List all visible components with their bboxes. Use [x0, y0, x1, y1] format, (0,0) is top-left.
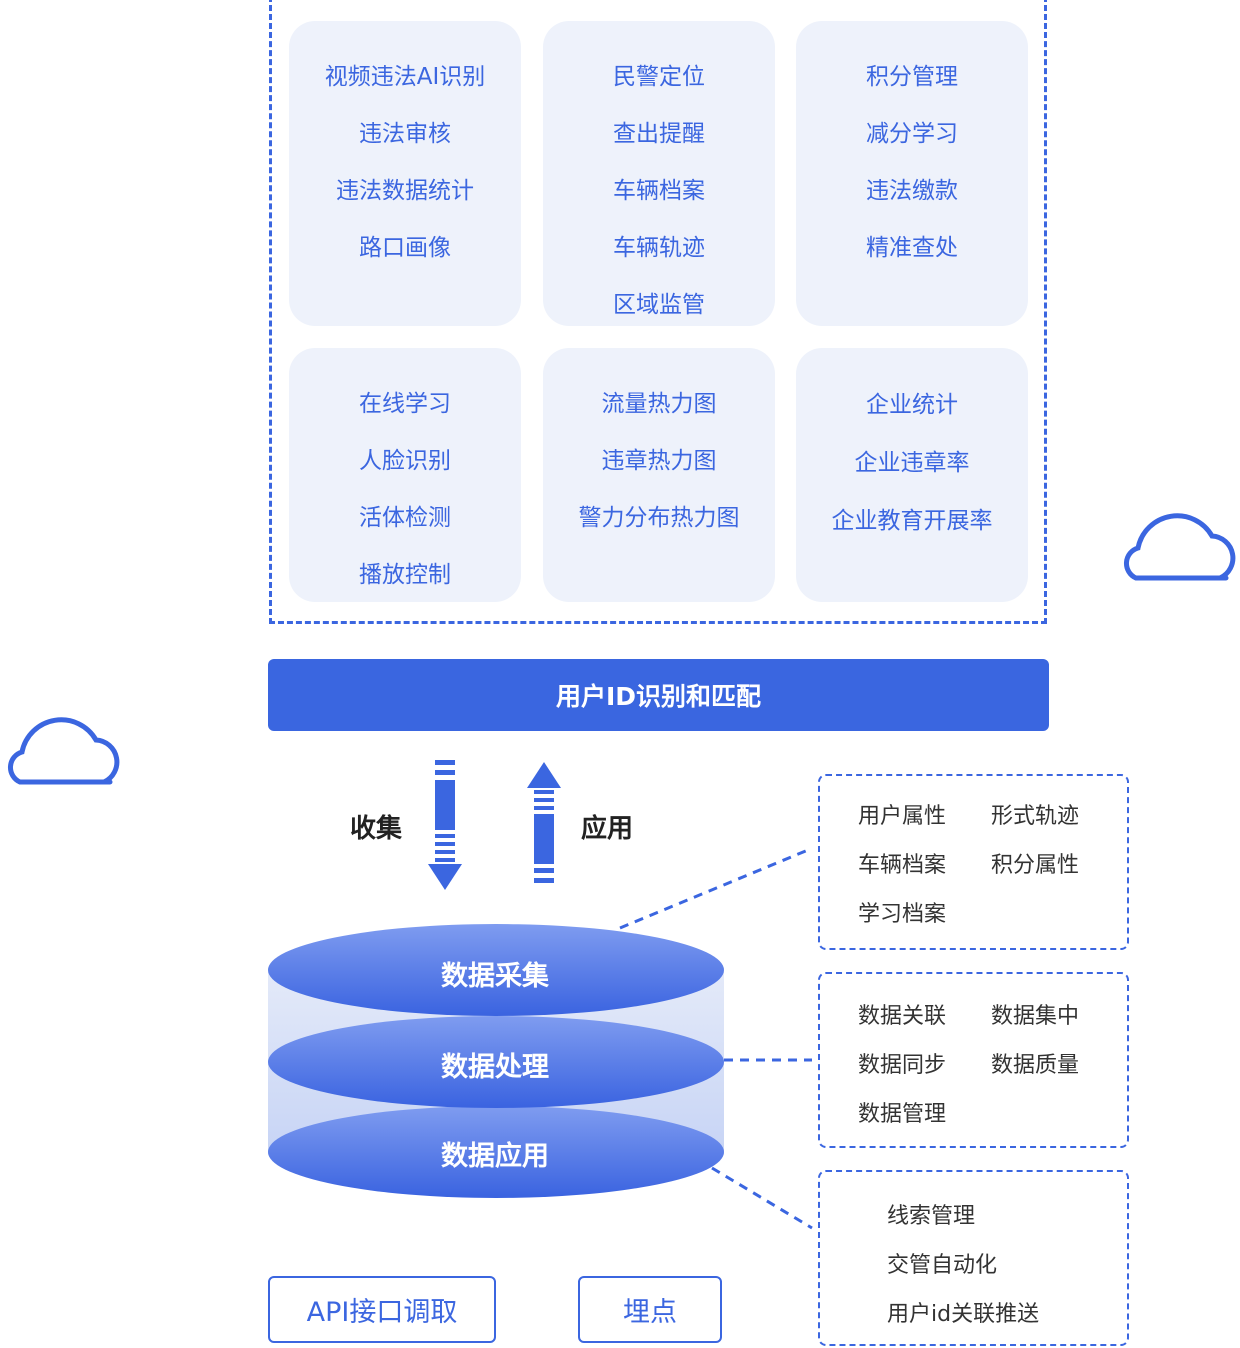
info-item: 数据管理 — [858, 1102, 947, 1127]
info-item: 积分属性 — [991, 853, 1080, 878]
apply-label: 应用 — [581, 814, 634, 844]
disk-collect — [268, 924, 724, 1016]
info-item: 学习档案 — [858, 902, 947, 927]
feature-item: 播放控制 — [359, 562, 451, 588]
cloud-icon — [1124, 513, 1236, 581]
feature-item: 流量热力图 — [601, 391, 717, 417]
info-item: 数据质量 — [991, 1053, 1080, 1078]
info-box-data: 数据关联 数据集中 数据同步 数据质量 数据管理 — [818, 972, 1129, 1148]
feature-item: 人脸识别 — [359, 448, 451, 474]
collect-label: 收集 — [350, 814, 403, 844]
api-button-label: API接口调取 — [306, 1297, 458, 1328]
feature-item: 精准查处 — [866, 235, 958, 261]
feature-card-learning: 在线学习 人脸识别 活体检测 播放控制 — [289, 348, 521, 602]
info-box-user: 用户属性 形式轨迹 车辆档案 积分属性 学习档案 — [818, 774, 1129, 950]
info-item: 交管自动化 — [887, 1253, 998, 1278]
feature-card-violation: 视频违法AI识别 违法审核 违法数据统计 路口画像 — [289, 21, 521, 326]
feature-item: 路口画像 — [359, 235, 451, 261]
info-item: 数据关联 — [858, 1004, 947, 1029]
feature-item: 违章热力图 — [601, 448, 717, 474]
feature-item: 区域监管 — [613, 292, 705, 318]
info-item: 线索管理 — [887, 1204, 976, 1229]
feature-card-police: 民警定位 查出提醒 车辆档案 车辆轨迹 区域监管 — [543, 21, 775, 326]
info-item: 用户id关联推送 — [887, 1302, 1040, 1327]
info-item: 数据同步 — [858, 1053, 947, 1078]
feature-card-points: 积分管理 减分学习 违法缴款 精准查处 — [796, 21, 1028, 326]
layer-collect-label: 数据采集 — [441, 961, 549, 992]
info-item: 数据集中 — [991, 1004, 1080, 1029]
cloud-icon — [8, 717, 120, 785]
feature-item: 视频违法AI识别 — [324, 64, 486, 90]
arrow-up-icon — [527, 762, 561, 883]
feature-item: 查出提醒 — [613, 121, 705, 147]
feature-item: 活体检测 — [359, 505, 451, 531]
user-id-banner: 用户ID识别和匹配 — [268, 659, 1049, 731]
info-item: 车辆档案 — [858, 853, 947, 878]
info-item: 形式轨迹 — [991, 804, 1080, 829]
feature-item: 在线学习 — [359, 391, 451, 417]
feature-card-enterprise: 企业统计 企业违章率 企业教育开展率 — [796, 348, 1028, 602]
layer-process-label: 数据处理 — [441, 1052, 549, 1083]
feature-item: 减分学习 — [866, 121, 958, 147]
tracking-button-label: 埋点 — [623, 1297, 677, 1328]
feature-item: 民警定位 — [613, 64, 705, 90]
info-box-application: 线索管理 交管自动化 用户id关联推送 — [818, 1170, 1129, 1346]
data-cylinder — [268, 924, 724, 1198]
feature-item: 积分管理 — [866, 64, 958, 90]
feature-item: 企业违章率 — [854, 450, 970, 476]
tracking-button[interactable]: 埋点 — [578, 1276, 722, 1343]
feature-item: 车辆档案 — [613, 178, 705, 204]
feature-item: 企业教育开展率 — [831, 508, 993, 534]
feature-item: 警力分布热力图 — [578, 505, 740, 531]
disk-apply — [268, 1106, 724, 1198]
arrow-down-icon — [428, 760, 462, 890]
feature-item: 违法数据统计 — [336, 178, 474, 204]
disk-process — [268, 1016, 724, 1108]
info-item: 用户属性 — [858, 804, 947, 829]
feature-panel — [269, 0, 1047, 624]
feature-item: 违法缴款 — [866, 178, 958, 204]
feature-item: 违法审核 — [359, 121, 451, 147]
api-button[interactable]: API接口调取 — [268, 1276, 496, 1343]
layer-apply-label: 数据应用 — [441, 1141, 549, 1172]
banner-label: 用户ID识别和匹配 — [555, 682, 762, 711]
feature-item: 车辆轨迹 — [613, 235, 705, 261]
feature-item: 企业统计 — [866, 392, 958, 418]
feature-card-heatmap: 流量热力图 违章热力图 警力分布热力图 — [543, 348, 775, 602]
